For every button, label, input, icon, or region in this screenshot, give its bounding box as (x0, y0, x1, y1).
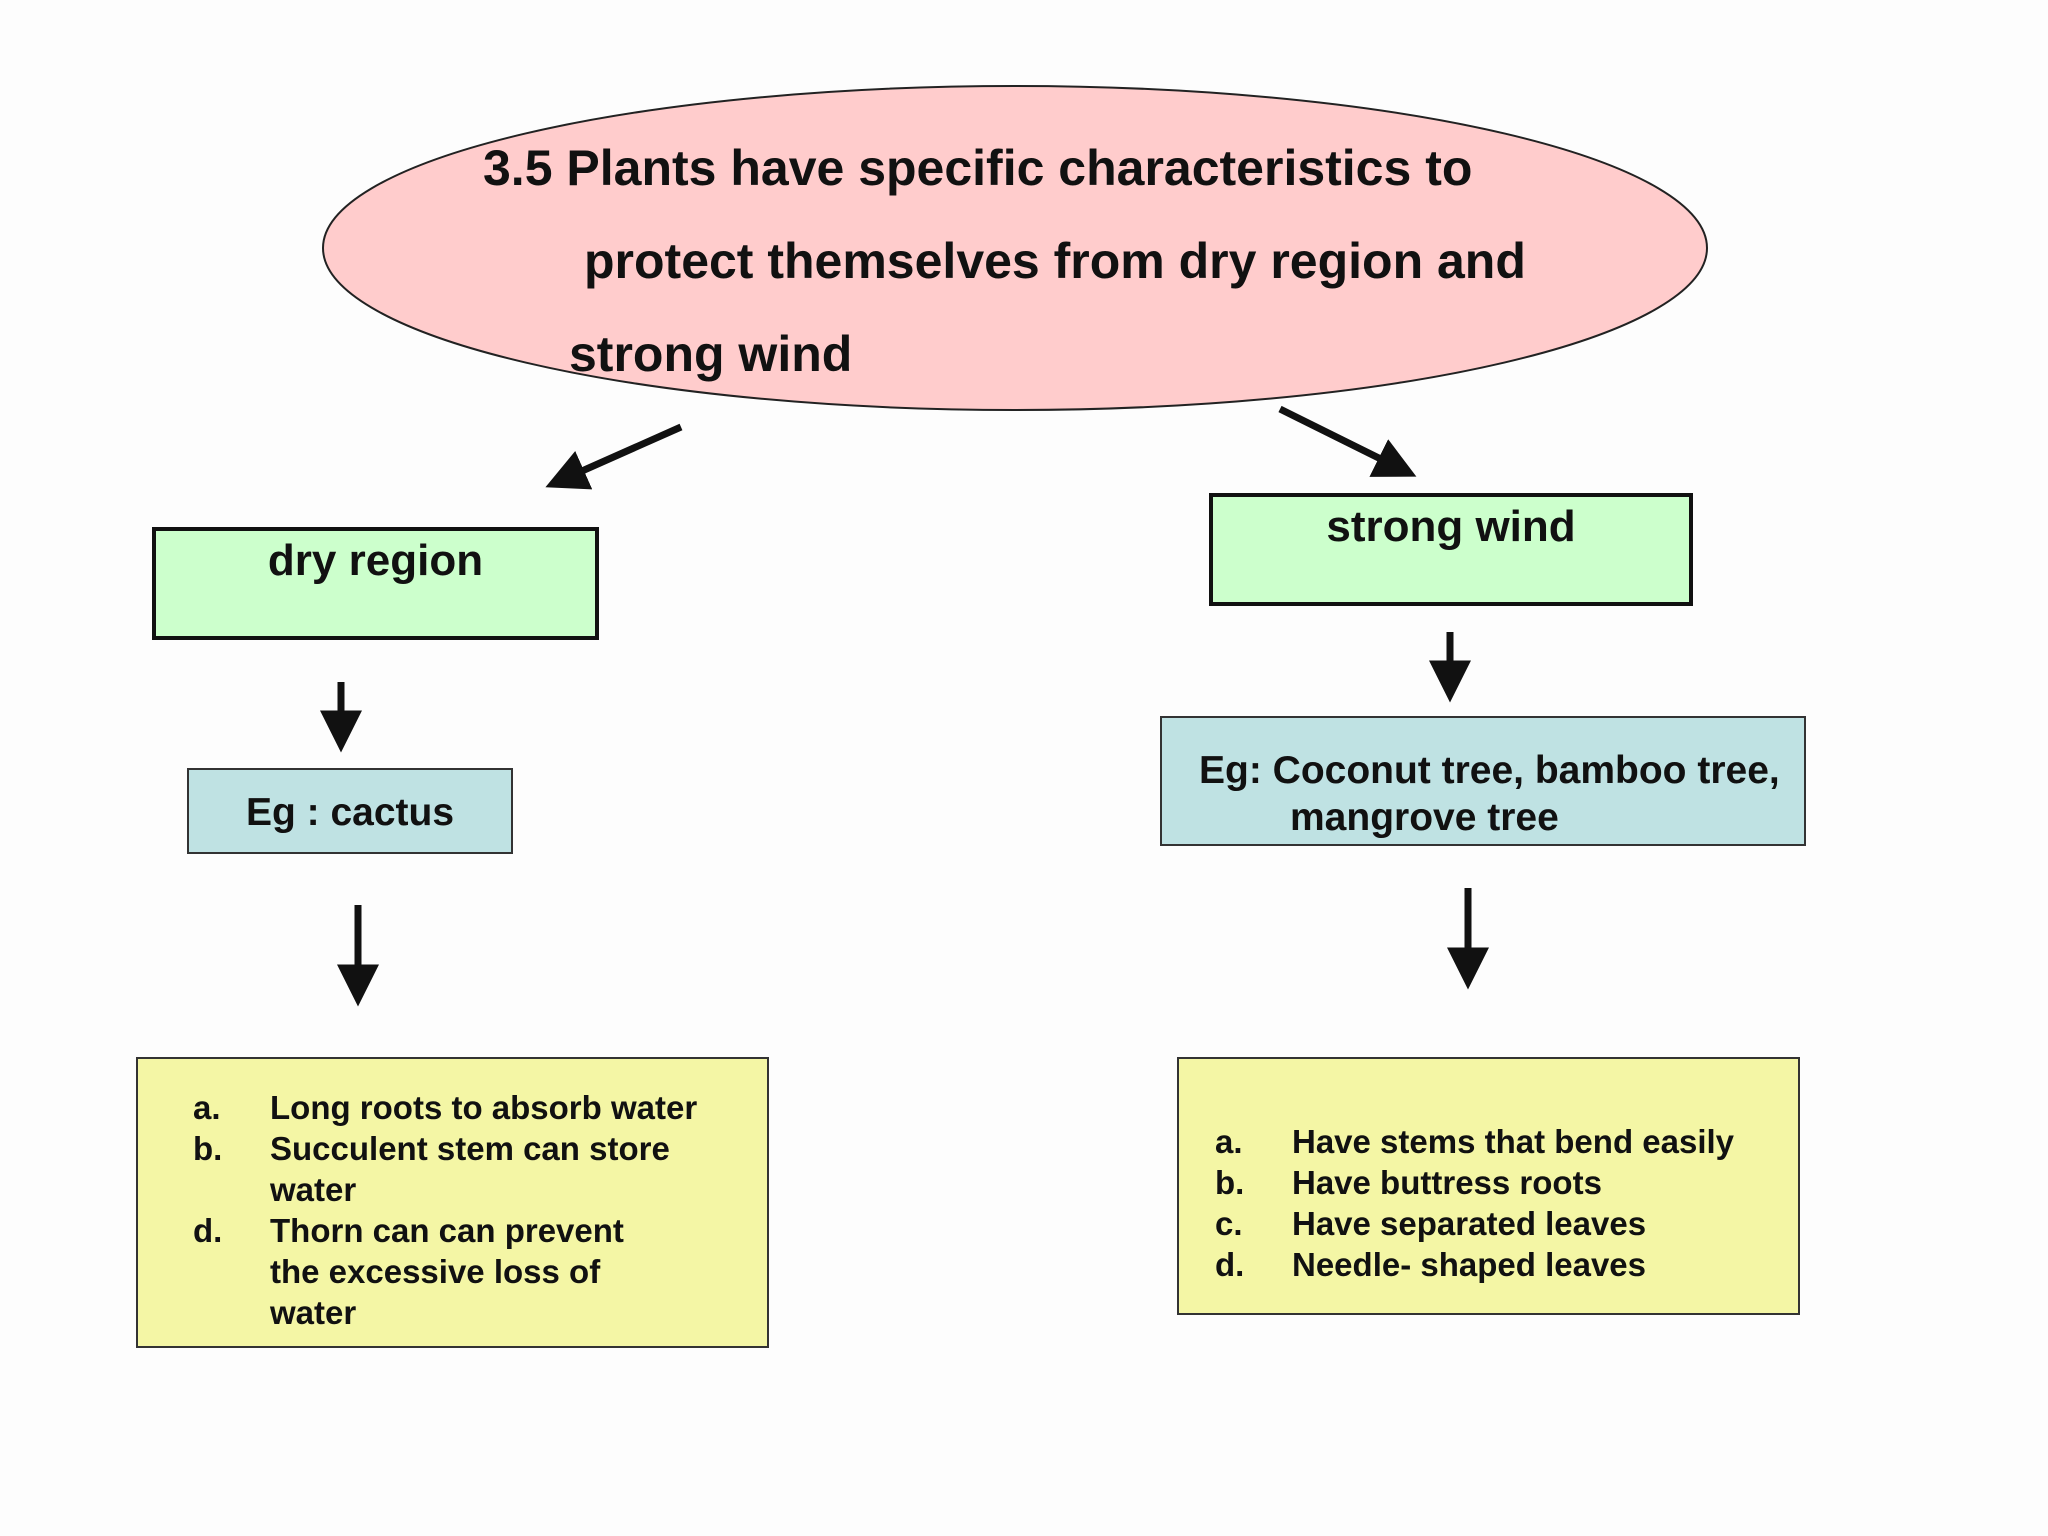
trait-text: Have separated leaves (1292, 1205, 1647, 1242)
trees-example-line-2: mangrove tree (1290, 796, 1559, 839)
trait-text: Needle- shaped leaves (1292, 1246, 1647, 1283)
trait-text: Thorn can can prevent (270, 1212, 624, 1249)
strong-wind-box: strong wind (1209, 493, 1693, 606)
title-line-1: 3.5 Plants have specific characteristics… (483, 140, 1473, 196)
title-line-2: protect themselves from dry region and (584, 233, 1526, 289)
trait-text: water (270, 1171, 357, 1208)
strong-wind-traits-box: a. Have stems that bend easily b. Have b… (1177, 1057, 1800, 1315)
trees-example-line-1: Eg: Coconut tree, bamboo tree, (1199, 749, 1780, 792)
trait-letter: a. (1215, 1123, 1243, 1160)
title-line-3: strong wind (569, 326, 853, 382)
cactus-example-box: Eg : cactus (187, 768, 513, 854)
trait-letter: d. (193, 1212, 223, 1249)
arrow-to-dry-region (545, 423, 683, 490)
trait-text: Succulent stem can store (270, 1130, 670, 1167)
trait-text: water (270, 1294, 357, 1331)
trait-letter: c. (1215, 1205, 1243, 1242)
trait-letter: b. (1215, 1164, 1245, 1201)
trait-letter: d. (1215, 1246, 1245, 1283)
trees-example-box: Eg: Coconut tree, bamboo tree, mangrove … (1160, 716, 1806, 846)
trait-text: Long roots to absorb water (270, 1089, 698, 1126)
dry-region-label: dry region (267, 536, 484, 585)
trait-letter: b. (193, 1130, 223, 1167)
cactus-example-label: Eg : cactus (245, 791, 455, 834)
title-ellipse (322, 85, 1708, 411)
trait-letter: a. (193, 1089, 221, 1126)
trait-text: Have buttress roots (1292, 1164, 1602, 1201)
arrow-to-strong-wind (1278, 405, 1417, 477)
strong-wind-label: strong wind (1326, 502, 1576, 551)
dry-region-traits-box: a. Long roots to absorb water b. Succule… (136, 1057, 769, 1348)
trait-text: the excessive loss of (270, 1253, 601, 1290)
dry-region-box: dry region (152, 527, 599, 640)
trait-text: Have stems that bend easily (1292, 1123, 1735, 1160)
